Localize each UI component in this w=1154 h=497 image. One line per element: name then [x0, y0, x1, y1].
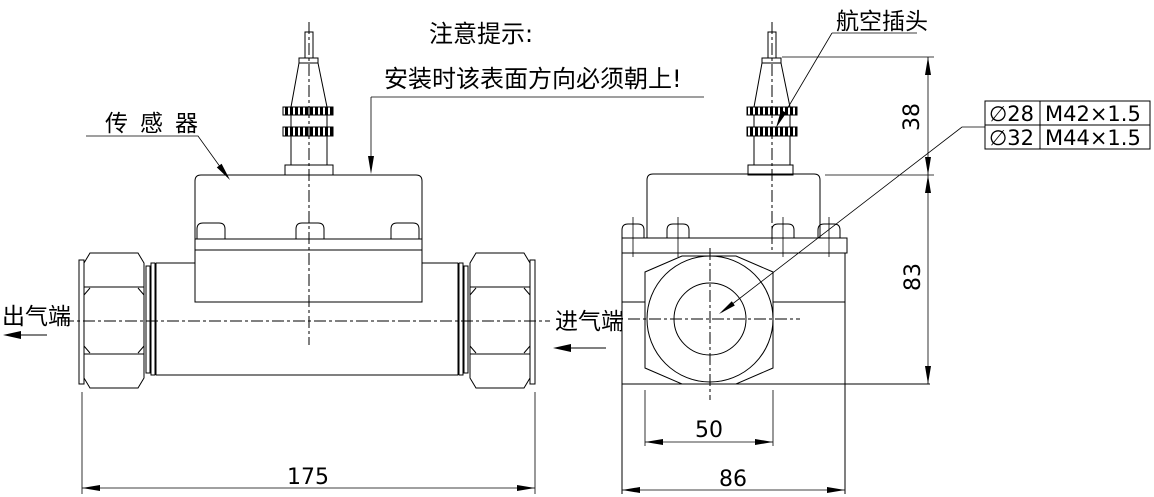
table-cell-diameter: ∅28	[989, 102, 1034, 126]
arrowhead	[925, 175, 931, 193]
base-plate	[621, 237, 848, 254]
washer	[145, 265, 151, 374]
hex-face	[644, 255, 774, 385]
extension-lines	[782, 56, 934, 176]
pipe-outline	[155, 262, 459, 376]
installation-note: 注意提示: 安装时该表面方向必须朝上!	[368, 20, 704, 174]
plug-knurl-band	[282, 106, 334, 116]
dimension-83: 83	[901, 175, 931, 384]
end-fitting	[78, 259, 85, 385]
plug-body	[753, 136, 791, 165]
sensor-housing-front	[194, 174, 423, 303]
leader-line	[86, 135, 227, 176]
table-cell-thread: M44×1.5	[1045, 126, 1141, 150]
sensor-callout: 传感器	[86, 111, 230, 180]
table-leader-arrowhead	[719, 301, 735, 314]
sensor-housing-end	[621, 173, 848, 257]
leader-arrowhead	[216, 163, 230, 180]
table-cell-thread: M42×1.5	[1045, 102, 1141, 126]
aviation-plug-end	[746, 22, 798, 252]
main-block-end	[621, 248, 930, 494]
dimension-175: 175	[81, 392, 536, 494]
table-leader-line	[721, 126, 985, 313]
plug-body	[290, 136, 328, 165]
hex-nut-outline	[469, 252, 531, 389]
block-outline	[621, 252, 930, 494]
note-arrowhead	[368, 156, 374, 174]
bolt-center-lines	[632, 217, 830, 257]
dimension-value: 175	[287, 465, 329, 490]
extension-lines	[644, 390, 774, 446]
plug-pedestal	[747, 164, 794, 176]
pipe-body	[145, 262, 469, 376]
sensor-box	[646, 173, 821, 238]
plug-body	[290, 115, 328, 127]
sensor-box	[194, 174, 423, 303]
dimension-38: 38	[782, 56, 934, 176]
plug-cone	[290, 62, 328, 108]
screw-head	[196, 222, 226, 239]
arrowhead	[925, 57, 931, 75]
end-fitting	[529, 259, 536, 385]
dimension-value: 83	[901, 263, 926, 291]
dimension-value: 50	[695, 418, 723, 443]
dimension-50: 50	[644, 390, 774, 446]
dimension-value: 38	[900, 103, 925, 131]
screw-head	[295, 222, 325, 239]
front-view: 175 出气端 进气端 传感器 注意提示: 安装时该表面方向必须朝上!	[2, 20, 704, 494]
thread-spec-table: ∅28 M42×1.5 ∅32 M44×1.5	[719, 100, 1151, 314]
aviation-plug-text: 航空插头	[836, 9, 928, 35]
flow-arrowhead	[553, 344, 571, 352]
outlet-text: 出气端	[2, 304, 71, 330]
arrowhead	[755, 439, 773, 445]
note-body: 安装时该表面方向必须朝上!	[384, 65, 682, 93]
arrowhead	[622, 487, 640, 493]
aviation-plug-front	[282, 22, 334, 345]
hex-nut-facets	[83, 286, 145, 355]
arrowhead	[517, 485, 535, 491]
extension-lines	[81, 392, 536, 494]
inlet-label: 进气端	[553, 309, 624, 352]
arrowhead	[925, 157, 931, 175]
leader-arrowhead	[776, 109, 787, 128]
screw-head	[390, 222, 420, 239]
washer	[458, 262, 464, 376]
plug-cone	[753, 62, 791, 108]
note-title: 注意提示:	[429, 20, 533, 48]
arrowhead	[645, 439, 663, 445]
inlet-text: 进气端	[555, 309, 624, 335]
flow-arrowhead	[3, 331, 21, 339]
leader-line	[779, 32, 917, 122]
table-cell-diameter: ∅32	[989, 126, 1034, 150]
hex-nut-right	[469, 252, 536, 389]
arrowhead	[827, 487, 845, 493]
hex-nut-left	[78, 252, 145, 389]
note-leader	[370, 96, 704, 158]
washer	[150, 262, 156, 376]
plug-body	[753, 115, 791, 127]
arrowhead	[925, 366, 931, 384]
sensor-text: 传感器	[105, 111, 210, 137]
arrowhead	[82, 485, 100, 491]
aviation-plug-callout: 航空插头	[776, 9, 928, 128]
end-view: 38 83 50 86 航空插头	[621, 9, 1151, 494]
washer	[463, 265, 469, 374]
dimension-value: 86	[719, 467, 747, 492]
plug-knurl-band	[282, 126, 334, 137]
hex-nut-facets	[469, 286, 531, 355]
outlet-label: 出气端	[2, 304, 71, 339]
dimension-86: 86	[622, 467, 845, 493]
